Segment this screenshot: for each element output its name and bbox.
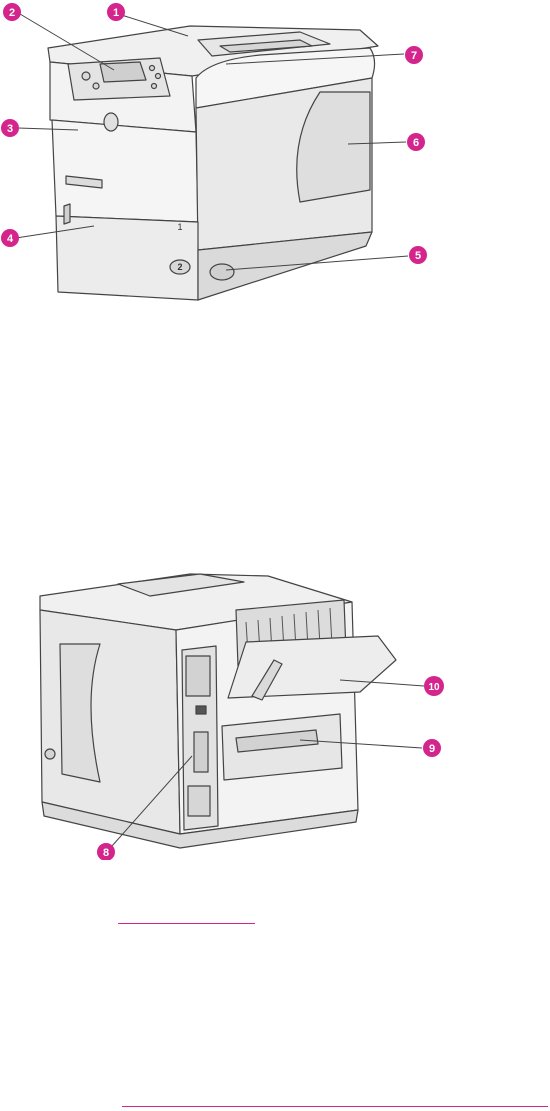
- control-panel-button: [152, 84, 157, 89]
- callout-10: 10: [424, 676, 444, 696]
- svg-text:8: 8: [103, 847, 109, 859]
- paper-level-indicator: [210, 264, 234, 280]
- callout-4: 4: [1, 229, 19, 247]
- rear-output-door: [228, 636, 396, 698]
- svg-text:5: 5: [415, 250, 421, 262]
- control-panel-display: [100, 62, 146, 82]
- svg-text:6: 6: [413, 137, 419, 149]
- callout-6: 6: [407, 133, 425, 151]
- svg-text:2: 2: [9, 7, 15, 19]
- tray-number-1: 1: [177, 222, 182, 232]
- eio-slot: [186, 656, 210, 696]
- link-underline: [122, 1106, 548, 1107]
- left-side-button: [45, 749, 55, 759]
- callout-2: 2: [3, 3, 21, 21]
- control-panel-button: [93, 83, 99, 89]
- svg-text:7: 7: [411, 50, 417, 62]
- eio-slot-lower: [188, 786, 210, 816]
- usb-port: [196, 706, 206, 714]
- hp-logo-icon: [104, 113, 118, 131]
- callout-5: 5: [409, 246, 427, 264]
- front-view-figure: 1 2 1 2 3 4 5 6 7: [0, 0, 550, 305]
- control-panel-button: [156, 74, 161, 79]
- link-underline: [118, 923, 255, 924]
- svg-text:10: 10: [428, 682, 440, 693]
- callout-9: 9: [423, 739, 441, 757]
- svg-text:4: 4: [7, 233, 14, 245]
- callout-7: 7: [405, 46, 423, 64]
- svg-text:1: 1: [113, 7, 119, 19]
- tray-handle: [64, 204, 70, 224]
- rear-view-illustration: 8 9 10: [0, 560, 550, 860]
- callout-3: 3: [1, 119, 19, 137]
- callout-1: 1: [107, 3, 125, 21]
- svg-text:3: 3: [7, 123, 13, 135]
- front-view-illustration: 1 2 1 2 3 4 5 6 7: [0, 0, 550, 305]
- rear-view-figure: 8 9 10: [0, 560, 550, 860]
- tray-number-2: 2: [177, 262, 182, 272]
- control-panel-button: [150, 66, 155, 71]
- svg-text:9: 9: [429, 743, 435, 755]
- printer-rear: [40, 574, 396, 848]
- printer-front: [48, 26, 378, 300]
- front-door: [52, 120, 198, 222]
- control-panel-button: [82, 72, 90, 80]
- parallel-port: [194, 732, 208, 772]
